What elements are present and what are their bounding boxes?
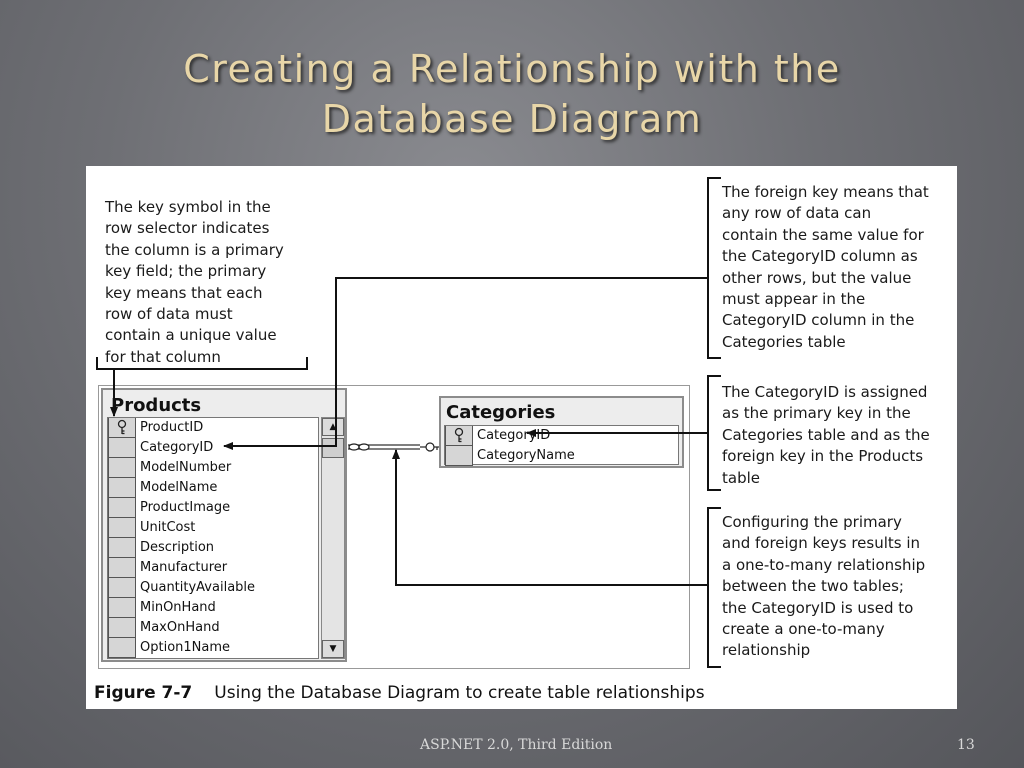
row-selector[interactable] [108, 438, 136, 458]
column-name: QuantityAvailable [140, 580, 256, 595]
row-selector[interactable] [108, 458, 136, 478]
note-categoryid-assigned: The CategoryID is assigned as the primar… [722, 383, 930, 487]
slide-title-line-2: Database Diagram [321, 97, 703, 141]
column-name: MinOnHand [140, 600, 216, 615]
column-name: Option1Name [140, 640, 231, 655]
row-selector[interactable] [108, 558, 136, 578]
column-row[interactable]: ProductImage [108, 498, 318, 518]
column-row[interactable]: ProductID [108, 418, 318, 438]
column-name: Manufacturer [140, 560, 228, 575]
column-name: ModelNumber [140, 460, 232, 475]
figure-7-7: The key symbol in the row selector indic… [86, 166, 957, 709]
slide-title: Creating a Relationship with the Databas… [0, 44, 1024, 144]
column-name: Description [140, 540, 215, 555]
note-key-symbol: The key symbol in the row selector indic… [105, 198, 284, 366]
column-name: CategoryID [140, 440, 214, 455]
products-table[interactable]: Products ProductID CategoryID ModelNumbe… [101, 388, 347, 662]
column-row[interactable]: Description [108, 538, 318, 558]
column-name: ProductImage [140, 500, 231, 515]
row-selector[interactable] [108, 418, 136, 438]
row-selector[interactable] [108, 638, 136, 658]
products-table-title: Products [111, 395, 202, 416]
figure-caption-label: Figure 7-7 [94, 683, 193, 703]
column-row[interactable]: CategoryID [108, 438, 318, 458]
column-name: ProductID [140, 420, 204, 435]
annotation-lines [110, 277, 707, 586]
row-selector[interactable] [108, 578, 136, 598]
scroll-thumb[interactable] [322, 438, 344, 458]
note-key-symbol-bracket [96, 357, 308, 370]
column-row[interactable]: Option1Name [108, 638, 318, 658]
key-icon [420, 442, 439, 452]
note-foreign-key-bracket [707, 177, 721, 359]
column-row[interactable]: ModelNumber [108, 458, 318, 478]
column-row[interactable]: ModelName [108, 478, 318, 498]
products-scrollbar[interactable]: ▲ ▼ [321, 417, 345, 659]
column-row[interactable]: QuantityAvailable [108, 578, 318, 598]
column-row[interactable]: UnitCost [108, 518, 318, 538]
row-selector[interactable] [445, 426, 473, 446]
relationship-connector[interactable] [348, 442, 439, 452]
slide-title-line-1: Creating a Relationship with the [183, 47, 841, 91]
note-categoryid-bracket [707, 375, 721, 491]
column-row[interactable]: Manufacturer [108, 558, 318, 578]
footer-book-title: ASP.NET 2.0, Third Edition [420, 737, 613, 753]
row-selector[interactable] [108, 598, 136, 618]
arrow-one-to-many [392, 449, 707, 586]
row-selector[interactable] [108, 498, 136, 518]
column-row[interactable]: CategoryName [445, 446, 678, 466]
note-foreign-key: The foreign key means that any row of da… [722, 183, 929, 351]
row-selector[interactable] [108, 618, 136, 638]
column-name: CategoryName [477, 448, 575, 463]
key-icon [117, 419, 127, 435]
categories-table-title: Categories [446, 402, 556, 423]
column-name: ModelName [140, 480, 218, 495]
column-row[interactable]: MinOnHand [108, 598, 318, 618]
scroll-up-arrow-icon[interactable]: ▲ [322, 418, 344, 436]
arrow-foreign-key [223, 277, 707, 450]
key-icon [454, 427, 464, 443]
row-selector[interactable] [108, 538, 136, 558]
categories-columns-list: CategoryID CategoryName [444, 425, 679, 466]
note-one-to-many-bracket [707, 507, 721, 668]
database-diagram-frame [98, 385, 690, 669]
infinity-icon [348, 443, 370, 451]
column-row[interactable]: MaxOnHand [108, 618, 318, 638]
column-name: UnitCost [140, 520, 196, 535]
row-selector[interactable] [108, 518, 136, 538]
scroll-down-arrow-icon[interactable]: ▼ [322, 640, 344, 658]
products-columns-list: ProductID CategoryID ModelNumber ModelNa… [107, 417, 319, 659]
row-selector[interactable] [108, 478, 136, 498]
column-name: MaxOnHand [140, 620, 220, 635]
figure-caption-text: Using the Database Diagram to create tab… [214, 683, 705, 703]
figure-caption: Figure 7-7 Using the Database Diagram to … [94, 683, 705, 703]
row-selector[interactable] [445, 446, 473, 466]
footer-page-number: 13 [957, 737, 975, 753]
note-one-to-many: Configuring the primary and foreign keys… [722, 513, 926, 660]
